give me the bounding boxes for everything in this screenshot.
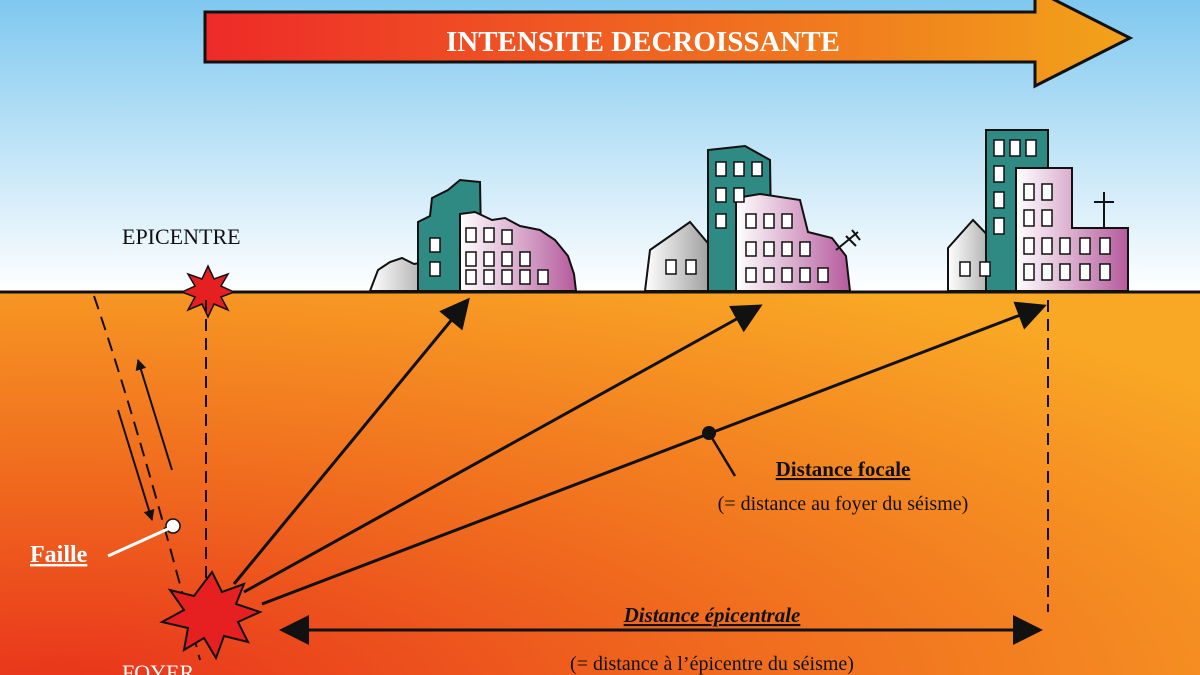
distance-focale-title: Distance focale xyxy=(776,457,911,481)
intensity-arrow: INTENSITE DECROISSANTE xyxy=(203,0,1134,89)
focal-ray-near xyxy=(232,297,470,585)
foyer-burst xyxy=(159,570,263,661)
focal-ray-middle xyxy=(243,304,763,594)
building-group-moderate-damage xyxy=(643,144,861,292)
epicentre-label: EPICENTRE xyxy=(122,224,241,249)
distance-epicentrale-subtitle: (= distance à l’épicentre du séisme) xyxy=(570,653,854,675)
antenna-broken xyxy=(835,229,861,251)
fault-marker-dot xyxy=(165,518,181,534)
fault-pointer xyxy=(107,526,171,558)
fault-label: Faille xyxy=(30,542,88,568)
fault-slip-arrow-up xyxy=(135,358,173,471)
building-group-heavy-damage xyxy=(368,178,578,292)
focal-distance-pointer xyxy=(707,432,737,477)
foyer-label: FOYER xyxy=(122,660,194,675)
distance-epicentrale-title: Distance épicentrale xyxy=(623,603,801,627)
fault-slip-arrow-down xyxy=(117,409,155,522)
intensity-arrow-label: INTENSITE DECROISSANTE xyxy=(446,26,840,58)
building-group-intact xyxy=(947,129,1129,292)
epicentre-burst xyxy=(180,264,236,319)
antenna xyxy=(1094,192,1114,228)
distance-focale-subtitle: (= distance au foyer du séisme) xyxy=(718,493,969,515)
focal-ray-far xyxy=(261,301,1047,606)
